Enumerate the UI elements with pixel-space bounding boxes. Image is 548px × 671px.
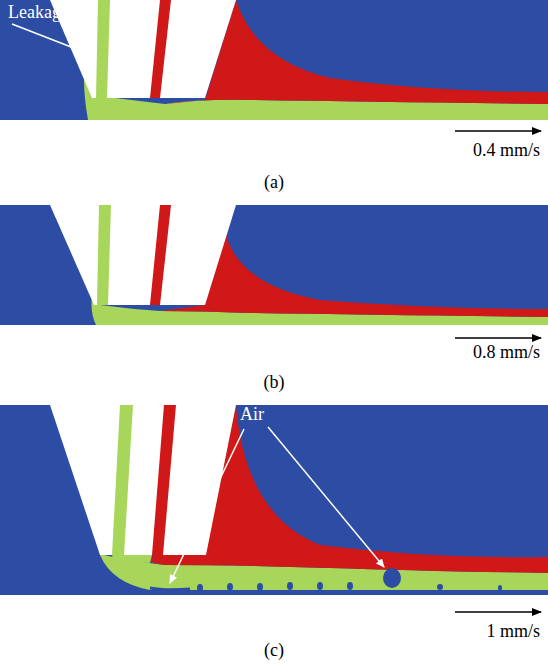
panel-b <box>0 205 548 338</box>
scale-label: 0.4 mm/s <box>473 141 540 161</box>
scale-label: 1 mm/s <box>486 622 540 642</box>
panel-a <box>0 0 548 131</box>
panel-caption: (c) <box>264 641 284 661</box>
panel-c <box>0 405 548 612</box>
scale-label: 0.8 mm/s <box>473 343 540 363</box>
callout-label: Leakage <box>8 3 69 23</box>
panel-caption: (b) <box>264 373 285 393</box>
callout-label: Air <box>240 405 264 425</box>
panel-caption: (a) <box>264 173 284 193</box>
